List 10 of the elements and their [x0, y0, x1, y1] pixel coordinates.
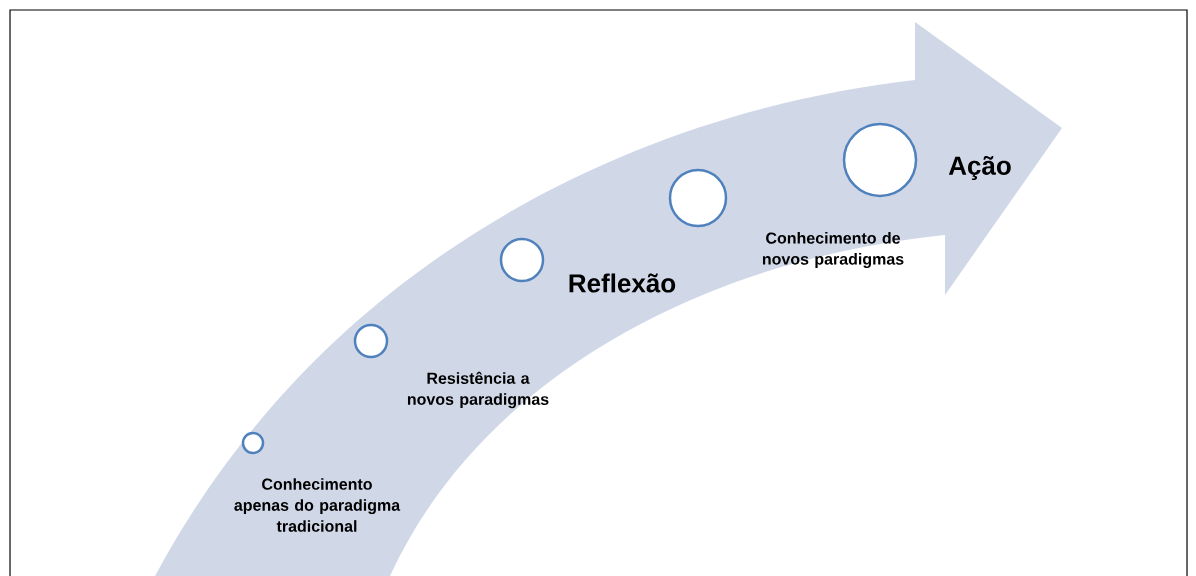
step-circle: [241, 431, 265, 455]
step-circle: [353, 323, 389, 359]
step-label: Conhecimento apenas do paradigma tradicional: [234, 478, 401, 532]
step-label: Ação: [948, 155, 1011, 181]
step-label: Reflexão: [569, 273, 676, 293]
step-label: Conhecimento de novos paradigmas: [762, 232, 904, 268]
step-label: Resistência a novos paradigmas: [407, 371, 549, 409]
step-circle: [668, 168, 728, 228]
step-circle: [842, 122, 918, 198]
step-circle: [499, 237, 545, 283]
